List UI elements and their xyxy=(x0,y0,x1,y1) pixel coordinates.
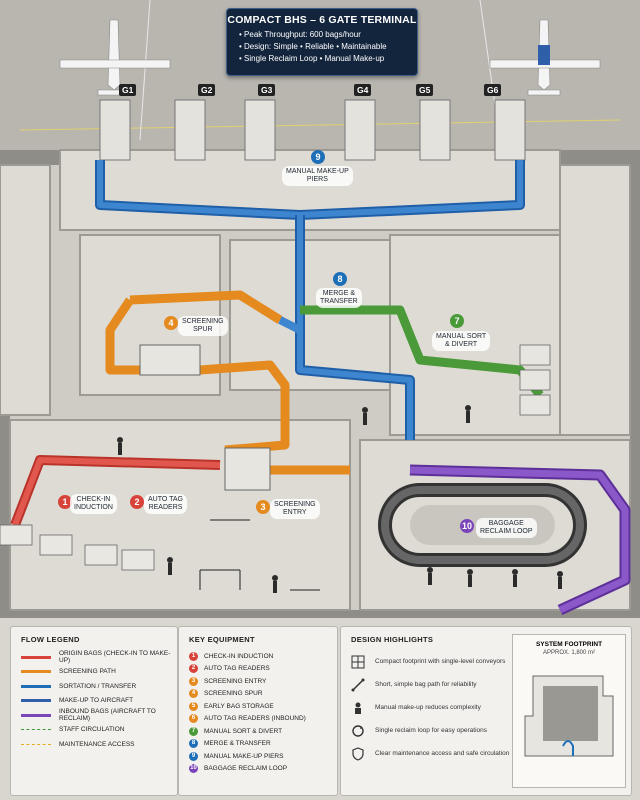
station-number: 3 xyxy=(256,500,270,514)
safety-icon xyxy=(351,746,365,761)
station-label: CHECK-IN INDUCTION xyxy=(70,494,117,514)
floor-plan-icon xyxy=(351,655,365,669)
title-bullet: Design: Simple • Reliable • Maintainable xyxy=(239,41,417,53)
gate-label: G2 xyxy=(198,84,216,96)
gate-label: G1 xyxy=(119,84,137,96)
check-in-counters xyxy=(0,524,155,571)
title-box: COMPACT BHS – 6 GATE TERMINAL Peak Throu… xyxy=(226,8,418,76)
path-icon xyxy=(351,678,365,692)
orange-conveyor-spur xyxy=(105,297,290,455)
title-bullet: Peak Throughput: 600 bags/hour xyxy=(239,29,417,41)
system-footprint-box: SYSTEM FOOTPRINT APPROX. 1,800 m² xyxy=(512,634,626,788)
legend-item: MAINTENANCE ACCESS xyxy=(11,737,177,752)
footprint-plan-icon xyxy=(524,675,614,757)
worker-icon xyxy=(351,701,365,715)
flow-legend-panel: FLOW LEGEND ORIGIN BAGS (CHECK-IN TO MAK… xyxy=(10,626,178,796)
legend-item: SORTATION / TRANSFER xyxy=(11,679,177,694)
title-bullet: Single Reclaim Loop • Manual Make-up xyxy=(239,53,417,65)
title-bullets: Peak Throughput: 600 bags/hour Design: S… xyxy=(227,29,417,65)
highlight-item: Short, simple bag path for reliability xyxy=(341,673,631,696)
gate-label: G4 xyxy=(354,84,372,96)
footprint-title: SYSTEM FOOTPRINT xyxy=(535,641,603,648)
gate-label: G5 xyxy=(416,84,434,96)
highlight-item: Compact footprint with single-level conv… xyxy=(341,650,631,673)
screening-machine xyxy=(139,344,201,376)
highlight-item: Manual make-up reduces complexity xyxy=(341,696,631,719)
terminal-illustration xyxy=(0,0,640,618)
gate-label: G3 xyxy=(258,84,276,96)
legend-item: ORIGIN BAGS (CHECK-IN TO MAKE-UP) xyxy=(11,650,177,665)
station-label: MANUAL SORT & DIVERT xyxy=(432,331,491,351)
station-number: 8 xyxy=(333,272,347,286)
gate-label: G6 xyxy=(484,84,502,96)
legend-item: MAKE-UP TO AIRCRAFT xyxy=(11,694,177,709)
station-number: 9 xyxy=(311,150,325,164)
aircraft-right-icon xyxy=(489,19,601,96)
legend-item: STAFF CIRCULATION xyxy=(11,723,177,738)
terminal-scene: G1 G2 G3 G4 G5 G6 1 CHECK-IN INDUCTION 2… xyxy=(0,0,640,618)
station-number: 7 xyxy=(450,314,464,328)
highlight-item: Single reclaim loop for easy operations xyxy=(341,719,631,742)
station-number: 2 xyxy=(130,495,144,509)
legend-item: SCREENING PATH xyxy=(11,665,177,680)
page-title: COMPACT BHS – 6 GATE TERMINAL xyxy=(227,14,417,26)
station-number: 4 xyxy=(164,316,178,330)
station-label: MANUAL MAKE-UP PIERS xyxy=(282,166,353,186)
design-highlights-title: DESIGN HIGHLIGHTS xyxy=(351,635,434,644)
station-number: 1 xyxy=(58,495,72,509)
station-number: 10 xyxy=(460,519,474,533)
legend-item: INBOUND BAGS (AIRCRAFT TO RECLAIM) xyxy=(11,708,177,723)
loop-icon xyxy=(351,724,365,738)
key-equipment-title: KEY EQUIPMENT xyxy=(189,635,255,644)
station-label: SCREENING SPUR xyxy=(178,316,228,336)
footprint-area: APPROX. 1,800 m² xyxy=(542,650,596,656)
station-label: AUTO TAG READERS xyxy=(144,494,188,514)
station-label: BAGGAGE RECLAIM LOOP xyxy=(476,518,537,538)
station-label: MERGE & TRANSFER xyxy=(316,288,362,308)
station-label: SCREENING ENTRY xyxy=(270,499,320,519)
highlight-item: Clear maintenance access and safe circul… xyxy=(341,742,631,765)
flow-legend-title: FLOW LEGEND xyxy=(21,635,80,644)
